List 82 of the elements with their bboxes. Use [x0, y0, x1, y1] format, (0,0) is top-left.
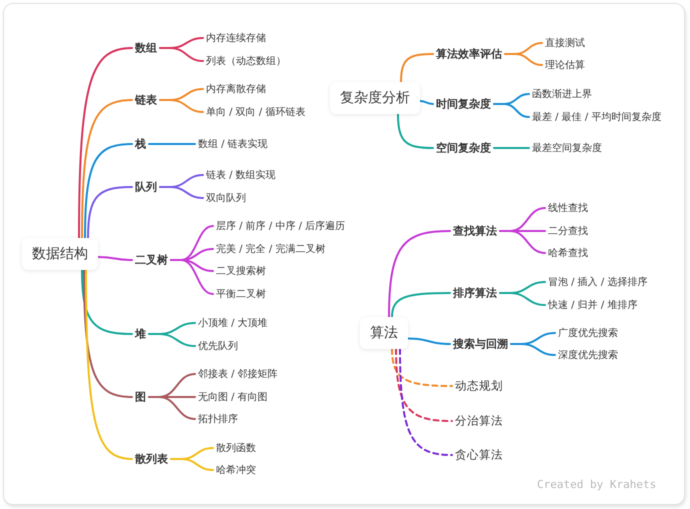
branch-line — [97, 256, 133, 261]
branch-topic: 队列 — [135, 180, 157, 194]
branch-line — [493, 147, 530, 149]
leaf-topic: 二叉搜索树 — [216, 264, 266, 278]
leaf-topic: 平衡二叉树 — [216, 287, 266, 301]
branch-line — [78, 47, 133, 239]
branch-topic: 排序算法 — [453, 286, 497, 300]
branch-line — [148, 333, 196, 347]
branch-line — [391, 292, 451, 318]
leaf-topic: 散列函数 — [216, 441, 256, 455]
branch-line — [419, 100, 434, 105]
branch-topic: 空间复杂度 — [436, 140, 491, 156]
leaf-topic: 数组 / 链表实现 — [198, 137, 268, 151]
branch-line — [397, 113, 434, 149]
branch-line — [388, 230, 451, 318]
leaf-topic: 层序 / 前序 / 中序 / 后序遍历 — [216, 219, 346, 233]
branch-line — [159, 186, 204, 199]
leaf-topic: 内存离散存储 — [206, 82, 266, 96]
leaf-topic: 哈希查找 — [548, 246, 588, 260]
leaf-topic: 理论估算 — [545, 58, 585, 72]
leaf-topic: 哈希冲突 — [216, 463, 256, 477]
branch-line — [85, 269, 133, 460]
branch-line — [399, 348, 453, 456]
branch-line — [170, 259, 214, 295]
root-topic: 数据结构 — [22, 238, 98, 270]
leaf-topic: 拓扑排序 — [198, 412, 238, 426]
leaf-topic: 优先队列 — [198, 339, 238, 353]
leaf-topic: 列表（动态数组） — [206, 54, 286, 68]
leaf-topic: 无向图 / 有向图 — [198, 390, 268, 404]
branch-topic: 查找算法 — [453, 224, 497, 238]
leaf-topic: 最差空间复杂度 — [532, 141, 602, 155]
branch-line — [395, 348, 453, 422]
leaf-topic: 广度优先搜索 — [558, 326, 618, 340]
leaf-topic: 函数渐进上界 — [532, 87, 592, 101]
credit-note: Created by Krahets — [537, 478, 656, 491]
leaf-topic: 邻接表 / 邻接矩阵 — [198, 367, 278, 381]
branch-topic: 栈 — [135, 136, 146, 152]
branch-topic: 时间复杂度 — [436, 96, 491, 112]
branch-line — [87, 186, 133, 239]
branch-topic: 搜索与回溯 — [453, 336, 508, 352]
branch-line — [83, 269, 133, 398]
branch-topic: 贪心算法 — [455, 448, 503, 462]
branch-topic: 堆 — [135, 326, 146, 342]
leaf-topic: 二分查找 — [548, 224, 588, 238]
branch-topic: 分治算法 — [455, 414, 503, 428]
branch-line — [170, 458, 214, 471]
branch-line — [81, 99, 133, 239]
leaf-topic: 内存连续存储 — [206, 31, 266, 45]
branch-line — [148, 396, 196, 420]
branch-line — [400, 53, 434, 83]
branch-line — [493, 103, 530, 118]
leaf-topic: 双向队列 — [206, 191, 246, 205]
branch-topic: 二叉树 — [135, 252, 168, 268]
branch-line — [159, 47, 204, 62]
branch-line — [499, 292, 546, 306]
branch-line — [84, 143, 133, 239]
leaf-topic: 链表 / 数组实现 — [206, 168, 276, 182]
leaf-topic: 单向 / 双向 / 循环链表 — [206, 105, 306, 119]
root-topic: 算法 — [360, 317, 408, 349]
leaf-topic: 直接测试 — [545, 36, 585, 50]
leaf-topic: 完美 / 完全 / 完满二叉树 — [216, 242, 326, 256]
branch-line — [391, 348, 453, 387]
branch-topic: 动态规划 — [455, 378, 503, 394]
branch-line — [148, 143, 196, 145]
root-topic: 复杂度分析 — [330, 82, 420, 114]
leaf-topic: 冒泡 / 插入 / 选择排序 — [548, 275, 648, 289]
branch-line — [510, 343, 556, 356]
leaf-topic: 深度优先搜索 — [558, 348, 618, 362]
branch-topic: 算法效率评估 — [436, 46, 502, 62]
branch-line — [81, 269, 133, 335]
branch-topic: 图 — [135, 390, 146, 404]
leaf-topic: 线性查找 — [548, 201, 588, 215]
leaf-topic: 快速 / 归并 / 堆排序 — [548, 298, 638, 312]
branch-topic: 散列表 — [135, 452, 168, 466]
branch-line — [159, 99, 204, 113]
branch-topic: 链表 — [135, 92, 157, 108]
branch-line — [504, 53, 543, 66]
branch-topic: 数组 — [135, 40, 157, 56]
branch-line — [499, 230, 546, 254]
leaf-topic: 最差 / 最佳 / 平均时间复杂度 — [532, 110, 662, 124]
branch-line — [407, 338, 451, 345]
leaf-topic: 小顶堆 / 大顶堆 — [198, 316, 268, 330]
